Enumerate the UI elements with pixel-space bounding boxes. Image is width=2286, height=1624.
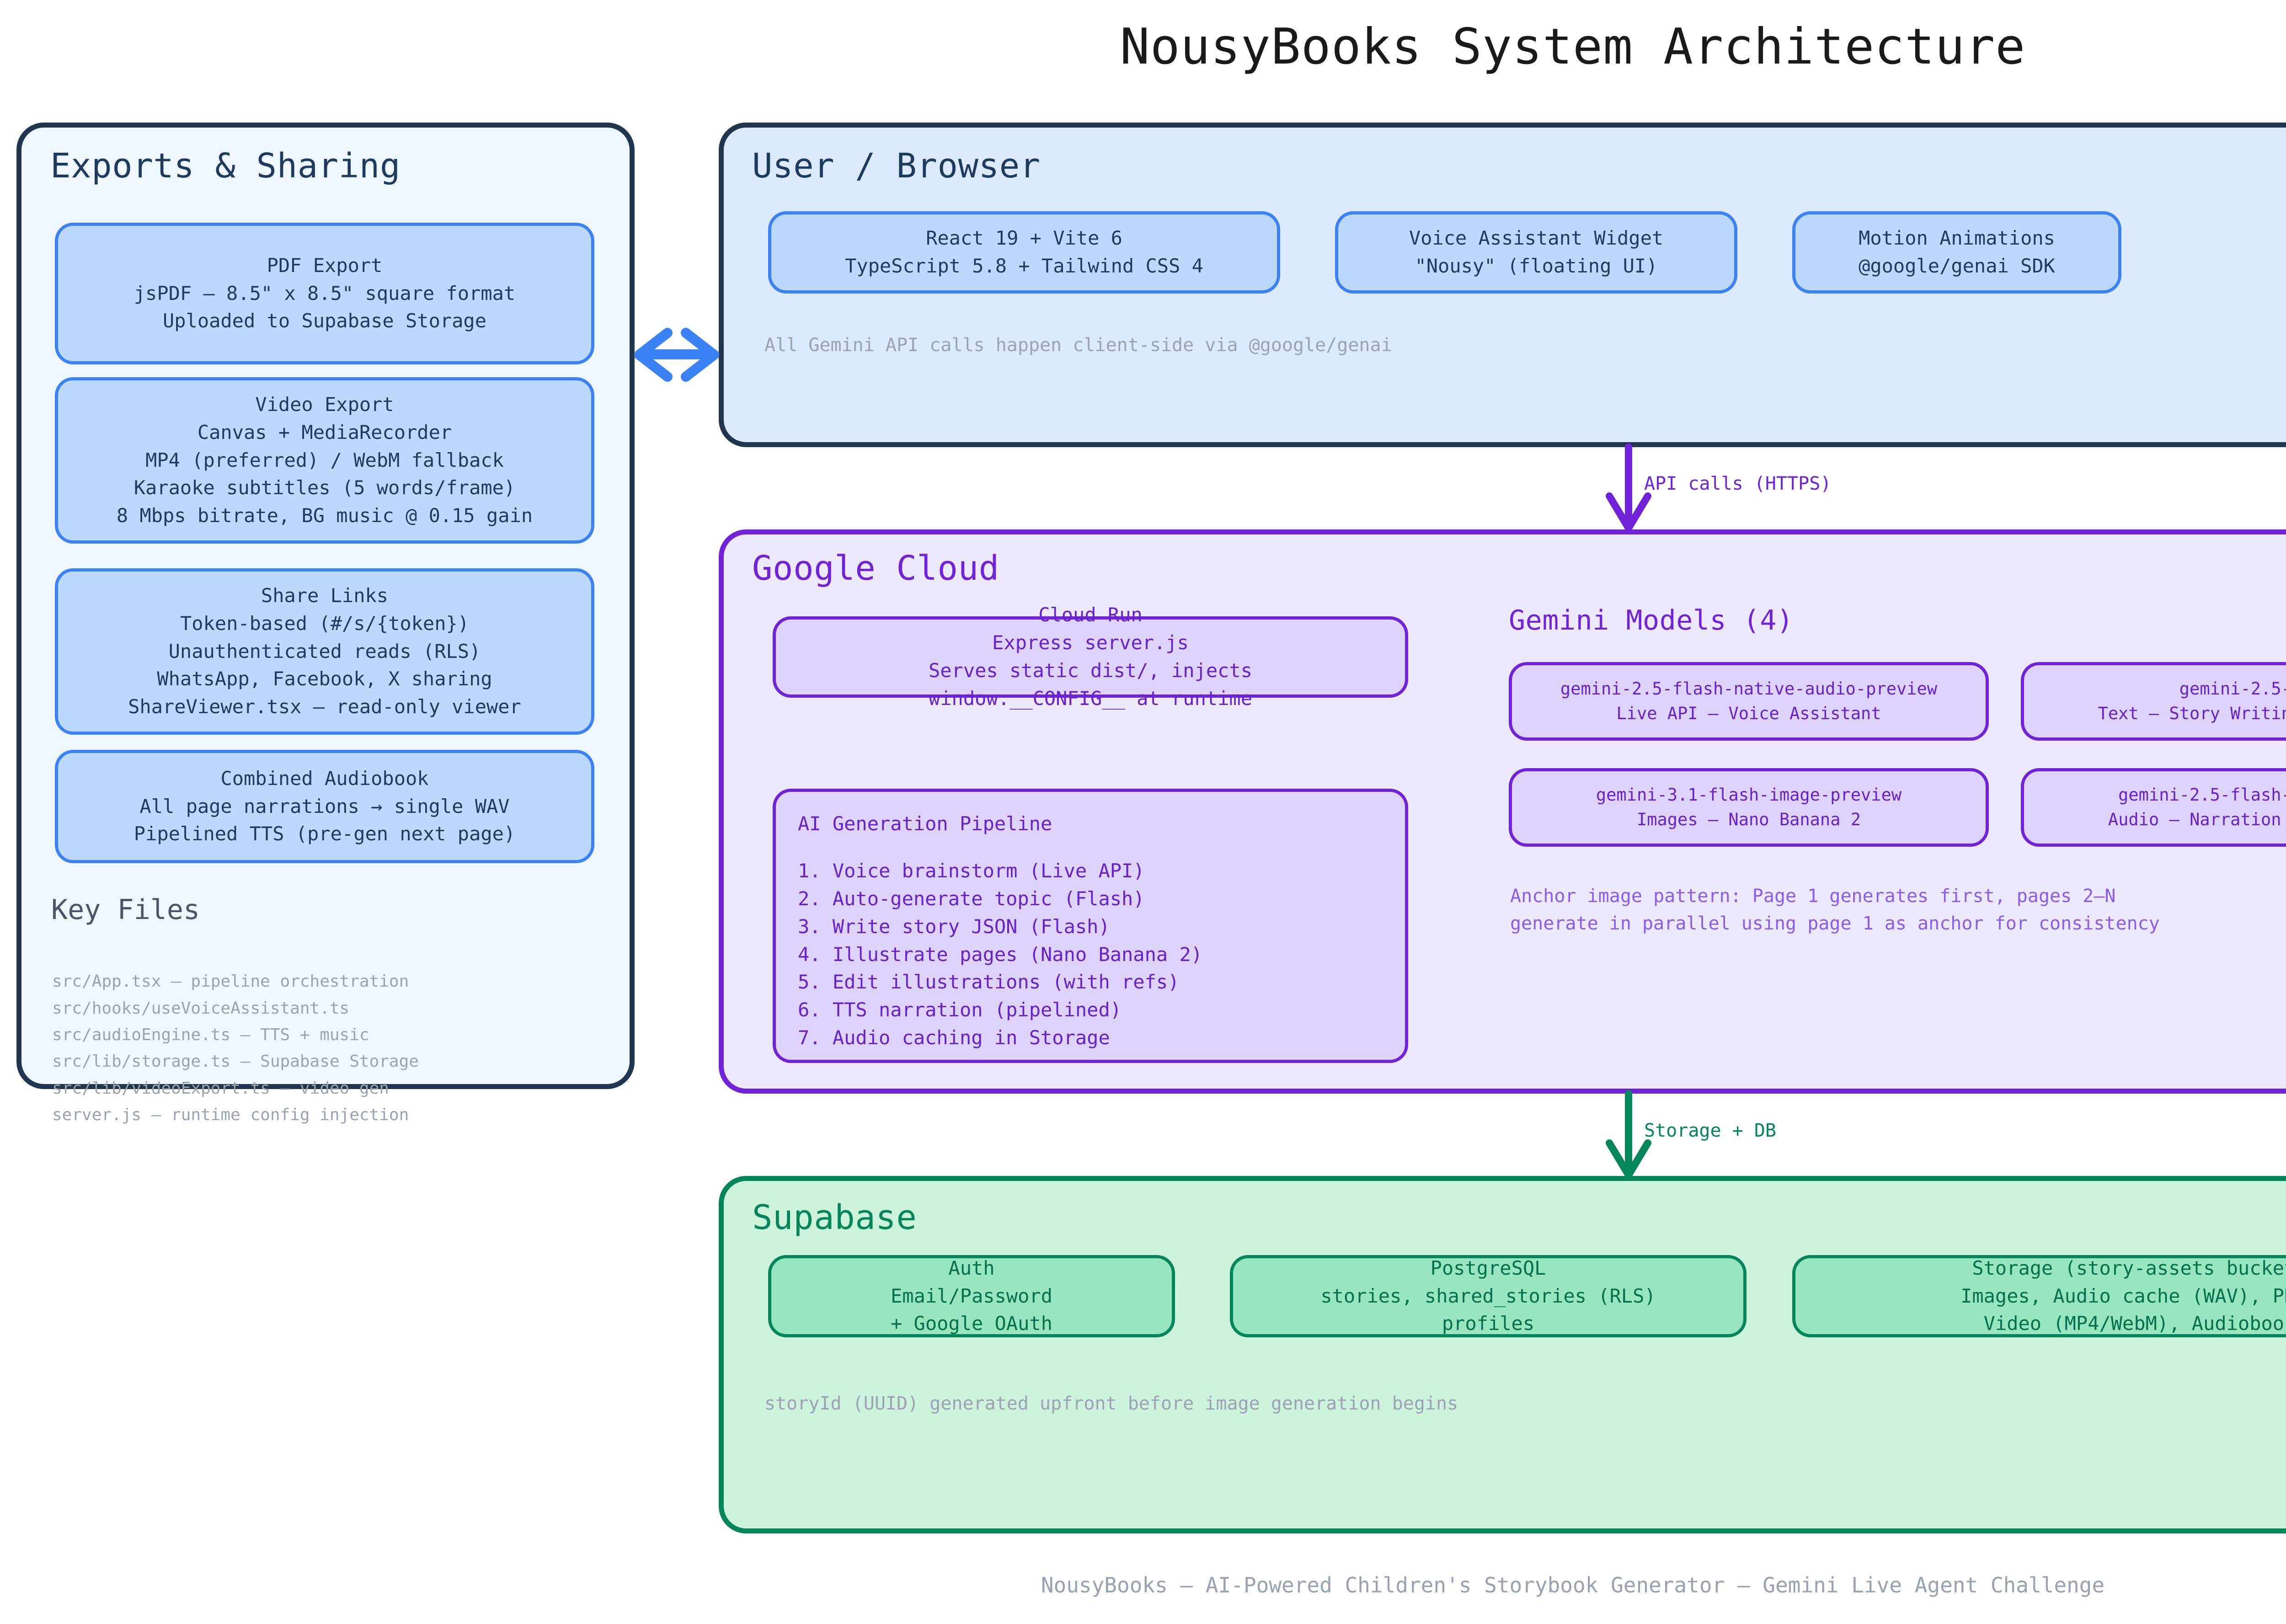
motion-animations-card[interactable]: Motion Animations @google/genai SDK (1792, 211, 2121, 294)
key-files-list: src/App.tsx — pipeline orchestration src… (52, 942, 601, 1128)
cloud-run-line-2: Serves static dist/, injects (928, 659, 1252, 682)
footer-note: NousyBooks — AI-Powered Children's Story… (1041, 1573, 2105, 1597)
pipeline-step-1: 1. Voice brainstorm (Live API) (798, 859, 1145, 882)
audiobook-title: Combined Audiobook (220, 767, 429, 790)
pdf-export-card[interactable]: PDF Export jsPDF — 8.5" x 8.5" square fo… (55, 223, 594, 364)
pipeline-step-6: 6. TTS narration (pipelined) (798, 999, 1122, 1021)
model-4-role: Audio — Narration (Puck voice) (2108, 810, 2281, 829)
browser-panel-title: User / Browser (752, 146, 1041, 186)
video-export-line-4: 8 Mbps bitrate, BG music @ 0.15 gain (116, 504, 533, 527)
ai-generation-pipeline-card[interactable]: AI Generation Pipeline 1. Voice brainsto… (773, 789, 1408, 1063)
share-links-card[interactable]: Share Links Token-based (#/s/{token}) Un… (55, 568, 594, 735)
api-calls-arrow (1606, 443, 1651, 532)
supabase-note: storyId (UUID) generated upfront before … (764, 1393, 1458, 1414)
key-file-5: src/lib/videoExport.ts — video gen (52, 1079, 389, 1098)
browser-note: All Gemini API calls happen client-side … (764, 335, 1392, 356)
exports-browser-bidirectional-arrow (634, 328, 719, 382)
page-title: NousyBooks System Architecture (1120, 18, 2026, 75)
pipeline-step-4: 4. Illustrate pages (Nano Banana 2) (798, 943, 1203, 966)
voice-widget-title: Voice Assistant Widget (1409, 227, 1664, 250)
video-export-line-2: MP4 (preferred) / WebM fallback (145, 449, 504, 471)
supabase-panel (719, 1176, 2286, 1533)
video-export-line-1: Canvas + MediaRecorder (197, 421, 452, 443)
gemini-model-card-image[interactable]: gemini-3.1-flash-image-preview Images — … (1509, 768, 1989, 847)
gemini-model-card-live-audio[interactable]: gemini-2.5-flash-native-audio-preview Li… (1509, 662, 1989, 741)
key-file-1: src/App.tsx — pipeline orchestration (52, 972, 409, 991)
pipeline-step-5: 5. Edit illustrations (with refs) (798, 971, 1180, 994)
model-2-role: Text — Story Writing + Topic Gen (2098, 704, 2286, 723)
storage-db-edge-label: Storage + DB (1644, 1120, 1776, 1141)
video-export-card[interactable]: Video Export Canvas + MediaRecorder MP4 … (55, 377, 594, 544)
cloud-run-line-3: window.__CONFIG__ at runtime (928, 687, 1252, 710)
motion-line-1: @google/genai SDK (1859, 255, 2055, 277)
audiobook-line-1: All page narrations → single WAV (139, 795, 510, 817)
share-links-line-2: Unauthenticated reads (RLS) (168, 640, 481, 662)
key-file-3: src/audioEngine.ts — TTS + music (52, 1025, 369, 1044)
video-export-title: Video Export (255, 393, 394, 416)
audiobook-line-2: Pipelined TTS (pre-gen next page) (134, 823, 516, 845)
key-file-2: src/hooks/useVoiceAssistant.ts (52, 999, 350, 1018)
motion-title: Motion Animations (1859, 227, 2055, 250)
pipeline-title: AI Generation Pipeline (798, 812, 1052, 835)
auth-line-2: + Google OAuth (890, 1312, 1052, 1335)
supabase-storage-card[interactable]: Storage (story-assets bucket) Images, Au… (1792, 1255, 2286, 1337)
exports-panel-title: Exports & Sharing (50, 146, 401, 186)
api-calls-edge-label: API calls (HTTPS) (1644, 473, 1832, 494)
postgres-line-2: profiles (1442, 1312, 1535, 1335)
react-vite-title: React 19 + Vite 6 (926, 227, 1122, 250)
supabase-postgres-card[interactable]: PostgreSQL stories, shared_stories (RLS)… (1230, 1255, 1747, 1337)
react-vite-line-1: TypeScript 5.8 + Tailwind CSS 4 (845, 255, 1203, 277)
auth-line-1: Email/Password (890, 1284, 1052, 1307)
key-files-heading: Key Files (51, 894, 200, 926)
model-1-role: Live API — Voice Assistant (1616, 704, 1881, 723)
cloud-run-card[interactable]: Cloud Run Express server.js Serves stati… (773, 604, 1408, 710)
gemini-model-card-tts[interactable]: gemini-2.5-flash-preview-tts Audio — Nar… (2021, 768, 2286, 847)
storage-title: Storage (story-assets bucket) (1972, 1256, 2286, 1279)
storage-db-arrow (1606, 1090, 1651, 1179)
react-vite-card[interactable]: React 19 + Vite 6 TypeScript 5.8 + Tailw… (768, 211, 1280, 294)
pipeline-step-3: 3. Write story JSON (Flash) (798, 915, 1110, 938)
combined-audiobook-card[interactable]: Combined Audiobook All page narrations →… (55, 750, 594, 863)
pipeline-spacer (798, 838, 809, 857)
model-2-name: gemini-2.5-flash (2179, 679, 2286, 699)
cloud-run-title: Cloud Run (1038, 604, 1143, 626)
supabase-auth-card[interactable]: Auth Email/Password + Google OAuth (768, 1255, 1175, 1337)
voice-assistant-widget-card[interactable]: Voice Assistant Widget "Nousy" (floating… (1335, 211, 1737, 294)
supabase-panel-title: Supabase (752, 1198, 917, 1237)
key-file-6: server.js — runtime config injection (52, 1105, 409, 1124)
share-links-line-3: WhatsApp, Facebook, X sharing (157, 668, 492, 690)
model-3-name: gemini-3.1-flash-image-preview (1596, 785, 1902, 805)
model-1-name: gemini-2.5-flash-native-audio-preview (1560, 679, 1938, 699)
voice-widget-line-1: "Nousy" (floating UI) (1415, 255, 1658, 277)
share-links-title: Share Links (261, 584, 389, 607)
gemini-models-heading: Gemini Models (4) (1509, 604, 1794, 636)
pipeline-step-2: 2. Auto-generate topic (Flash) (798, 887, 1145, 910)
pdf-export-title: PDF Export (267, 254, 383, 277)
pipeline-step-7: 7. Audio caching in Storage (798, 1026, 1110, 1049)
storage-line-1: Images, Audio cache (WAV), PDF, (1960, 1284, 2286, 1307)
video-export-line-3: Karaoke subtitles (5 words/frame) (134, 476, 516, 499)
model-4-name: gemini-2.5-flash-preview-tts (2118, 785, 2286, 805)
storage-line-2: Video (MP4/WebM), Audiobook (1983, 1312, 2286, 1335)
key-file-4: src/lib/storage.ts — Supabase Storage (52, 1052, 419, 1071)
gemini-model-card-flash-text[interactable]: gemini-2.5-flash Text — Story Writing + … (2021, 662, 2286, 741)
postgres-line-1: stories, shared_stories (RLS) (1320, 1284, 1656, 1307)
cloud-run-line-1: Express server.js (992, 631, 1189, 654)
anchor-image-note: Anchor image pattern: Page 1 generates f… (1510, 886, 2160, 934)
google-cloud-panel-title: Google Cloud (752, 549, 999, 588)
pdf-export-line-1: jsPDF — 8.5" x 8.5" square format (134, 282, 516, 304)
share-links-line-4: ShareViewer.tsx — read-only viewer (128, 695, 521, 718)
pdf-export-line-2: Uploaded to Supabase Storage (162, 310, 486, 332)
share-links-line-1: Token-based (#/s/{token}) (180, 612, 470, 635)
auth-title: Auth (948, 1256, 995, 1279)
model-3-role: Images — Nano Banana 2 (1636, 810, 1861, 829)
postgres-title: PostgreSQL (1430, 1256, 1546, 1279)
